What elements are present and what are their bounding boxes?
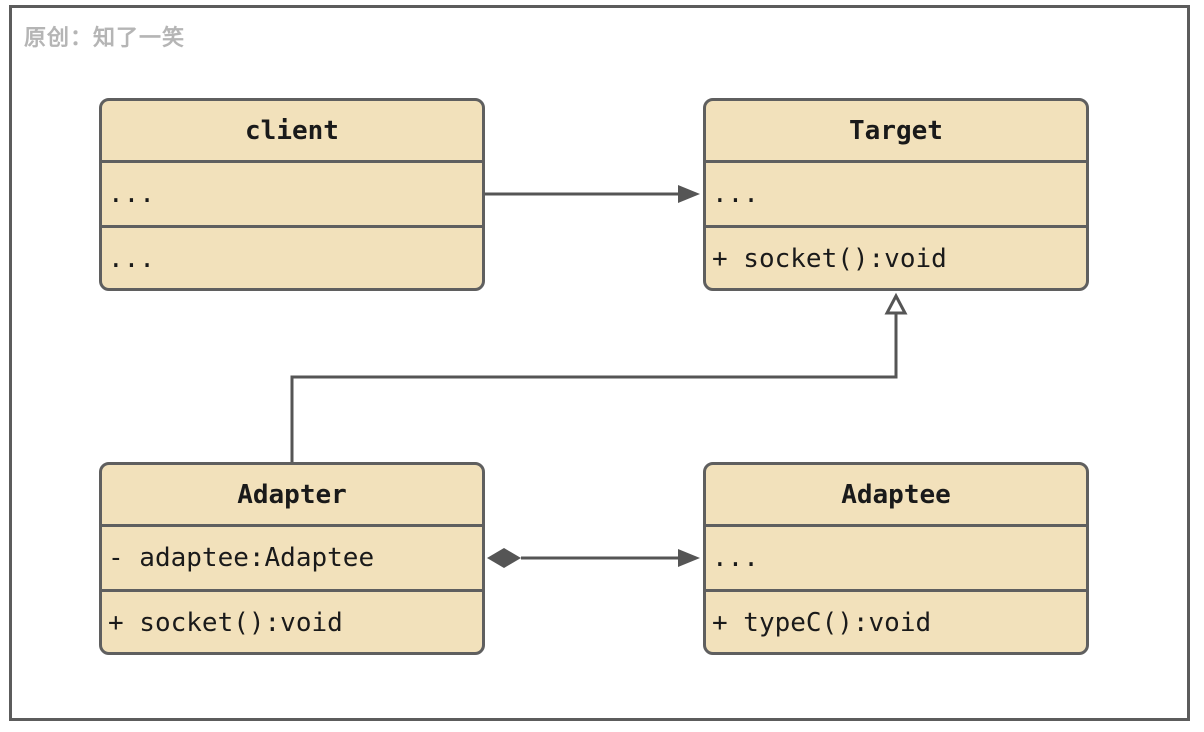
class-adapter-name: Adapter <box>102 465 482 527</box>
association-client-target-arrowhead <box>678 185 700 203</box>
class-client[interactable]: client ... ... <box>99 98 485 291</box>
class-client-name: client <box>102 101 482 163</box>
class-target[interactable]: Target ... + socket():void <box>703 98 1089 291</box>
composition-diamond <box>487 548 521 568</box>
class-adaptee-name: Adaptee <box>706 465 1086 527</box>
watermark-text: 原创：知了一笑 <box>24 26 186 51</box>
class-client-attributes: ... <box>102 163 482 228</box>
class-target-attributes: ... <box>706 163 1086 228</box>
inheritance-adapter-target-line <box>290 313 898 462</box>
class-client-methods: ... <box>108 244 155 274</box>
class-target-name: Target <box>706 101 1086 163</box>
inheritance-adapter-target-arrowhead <box>884 292 908 315</box>
class-adaptee[interactable]: Adaptee ... + typeC():void <box>703 462 1089 655</box>
class-adapter[interactable]: Adapter - adaptee:Adaptee + socket():voi… <box>99 462 485 655</box>
class-adapter-methods: + socket():void <box>108 608 343 638</box>
class-adaptee-attributes: ... <box>706 527 1086 592</box>
class-adapter-attributes: - adaptee:Adaptee <box>102 527 482 592</box>
class-adaptee-methods: + typeC():void <box>712 608 932 638</box>
composition-adapter-adaptee-arrowhead <box>678 549 700 567</box>
class-target-methods: + socket():void <box>712 244 947 274</box>
